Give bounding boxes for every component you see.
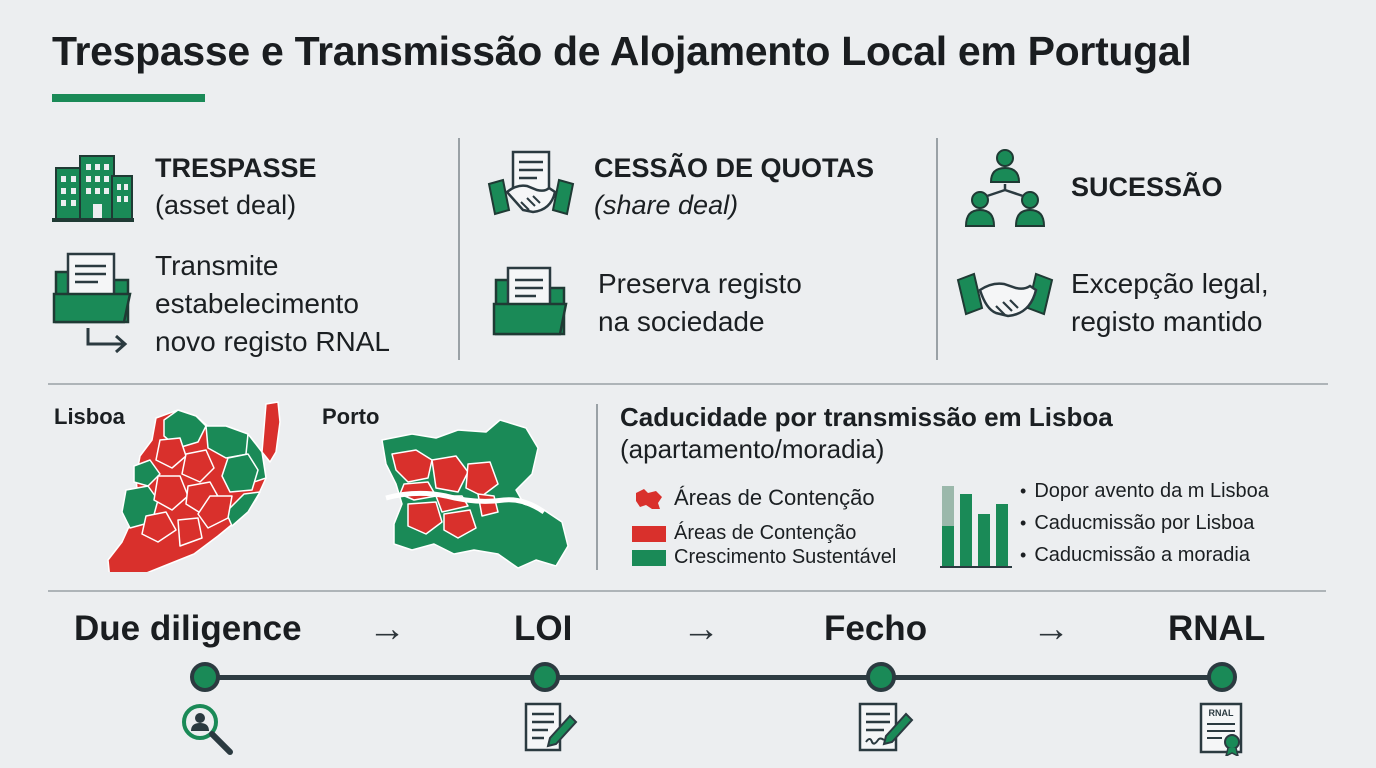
step-label-due-diligence: Due diligence bbox=[74, 609, 302, 648]
map-label-porto: Porto bbox=[322, 404, 380, 429]
timeline-line bbox=[205, 675, 1223, 680]
title-underline bbox=[52, 94, 205, 102]
office-building-icon bbox=[52, 155, 134, 222]
cessao-subtitle: (share deal) bbox=[594, 190, 739, 220]
cessao-desc-2: na sociedade bbox=[598, 306, 765, 337]
handshake-icon bbox=[956, 272, 1054, 318]
step-label-fecho: Fecho bbox=[824, 609, 928, 648]
legend-item: Crescimento Sustentável bbox=[632, 546, 896, 569]
sucessao-desc-1: Excepção legal, bbox=[1071, 268, 1269, 299]
folder-document-icon bbox=[492, 266, 568, 336]
timeline-node bbox=[530, 662, 560, 692]
legend-label: Áreas de Contenção bbox=[674, 522, 857, 544]
porto-map bbox=[381, 419, 569, 569]
step-label-rnal: RNAL bbox=[1168, 609, 1266, 648]
caducidade-title: Caducidade por transmissão em Lisboa bbox=[620, 402, 1113, 432]
certificate-badge-text: RNAL bbox=[1209, 708, 1234, 718]
section-divider bbox=[48, 590, 1326, 592]
folder-document-icon bbox=[52, 252, 132, 354]
trespasse-desc-2: estabelecimento bbox=[155, 288, 359, 319]
step-arrow: → bbox=[682, 608, 720, 650]
section-divider bbox=[48, 383, 1328, 385]
sucessao-title: SUCESSÃO bbox=[1071, 172, 1223, 202]
column-divider bbox=[458, 138, 460, 360]
step-label-loi: LOI bbox=[514, 609, 573, 648]
trespasse-desc-1: Transmite bbox=[155, 250, 279, 281]
cessao-desc-1: Preserva registo bbox=[598, 268, 802, 299]
section-divider-vertical bbox=[596, 404, 598, 570]
legend-swatch-red bbox=[632, 525, 666, 542]
trespasse-subtitle: (asset deal) bbox=[155, 190, 297, 220]
legend-item: Áreas de Contenção bbox=[632, 485, 875, 511]
trespasse-desc-3: novo registo RNAL bbox=[155, 326, 391, 357]
caducidade-bullet: Caducmissão por Lisboa bbox=[1020, 512, 1254, 535]
sucessao-desc-2: registo mantido bbox=[1071, 306, 1263, 337]
bar-chart-icon bbox=[940, 486, 1012, 568]
column-divider bbox=[936, 138, 938, 360]
legend-item: Áreas de Contenção bbox=[632, 522, 856, 545]
legend-label: Crescimento Sustentável bbox=[674, 546, 897, 568]
timeline-node bbox=[1207, 662, 1237, 692]
contract-sign-icon bbox=[858, 702, 914, 752]
step-arrow: → bbox=[1032, 608, 1070, 650]
caducidade-bullet: Dopor avento da m Lisboa bbox=[1020, 480, 1269, 503]
document-sign-icon bbox=[524, 702, 578, 752]
search-person-icon bbox=[182, 704, 233, 755]
step-arrow: → bbox=[368, 608, 406, 650]
timeline-node bbox=[190, 662, 220, 692]
legend-label: Áreas de Contenção bbox=[674, 485, 875, 510]
legend-swatch-green bbox=[632, 549, 666, 566]
caducidade-bullet: Caducmissão a moradia bbox=[1020, 544, 1250, 567]
trespasse-title: TRESPASSE bbox=[155, 153, 317, 183]
caducidade-subtitle: (apartamento/moradia) bbox=[620, 434, 885, 464]
cessao-title: CESSÃO DE QUOTAS bbox=[594, 153, 875, 183]
map-label-lisboa: Lisboa bbox=[54, 404, 125, 429]
people-hierarchy-icon bbox=[964, 149, 1046, 227]
timeline-node bbox=[866, 662, 896, 692]
lisboa-map bbox=[107, 401, 281, 572]
contention-map-icon bbox=[636, 489, 662, 509]
handshake-document-icon bbox=[487, 150, 575, 216]
page-title: Trespasse e Transmissão de Alojamento Lo… bbox=[52, 28, 1192, 74]
certificate-icon: RNAL bbox=[1199, 702, 1243, 756]
